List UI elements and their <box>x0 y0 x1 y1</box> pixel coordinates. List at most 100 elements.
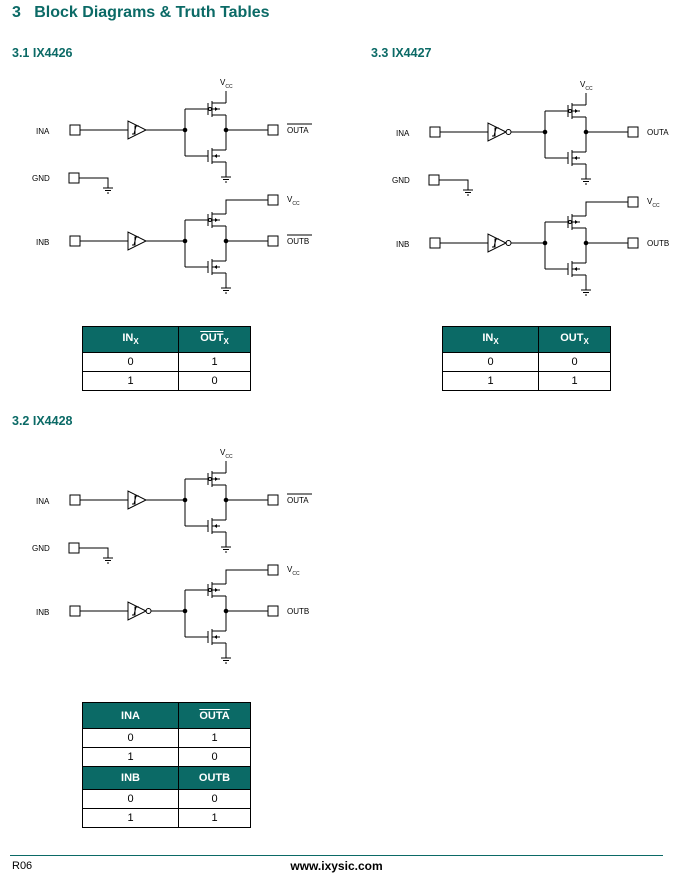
ina-pin <box>429 126 441 138</box>
vcc-b-pin <box>267 564 279 576</box>
inb-pin <box>69 235 81 247</box>
section-heading: 3 Block Diagrams & Truth Tables <box>12 4 270 21</box>
ina-label: INA <box>396 129 410 138</box>
channel-a: INA <box>36 448 312 553</box>
header-outb: OUTB <box>178 766 251 790</box>
subsection-heading-ix4426: 3.1 IX4426 <box>12 46 73 60</box>
channel-b-pmos <box>207 569 268 611</box>
header-in: INX <box>82 326 179 353</box>
vcc-b-pin <box>267 194 279 206</box>
cell-out: 0 <box>178 371 251 391</box>
outa-label: OUTA <box>647 128 669 137</box>
vcc-b-label: VCC <box>287 195 300 207</box>
ina-label: INA <box>36 497 50 506</box>
inb-pin <box>69 605 81 617</box>
vcc-b-pin <box>627 196 639 208</box>
cell-in: 1 <box>82 747 179 767</box>
gnd-label: GND <box>392 176 410 185</box>
channel-a-nmos <box>567 132 591 185</box>
cell-in: 0 <box>442 352 539 372</box>
outa-label: OUTA <box>287 496 309 505</box>
outb-label: OUTB <box>287 237 309 246</box>
subsection-heading-ix4428: 3.2 IX4428 <box>12 414 73 428</box>
footer-divider <box>10 855 663 856</box>
channel-b: INB VCC <box>36 194 312 294</box>
outa-pin <box>267 494 279 506</box>
gnd-pin <box>428 174 440 186</box>
cell-in: 0 <box>82 789 179 809</box>
ix4427-block-diagram: INA <box>382 73 673 313</box>
vcc-a-label: VCC <box>220 448 233 460</box>
gnd-pin <box>68 172 80 184</box>
cell-out: 1 <box>178 352 251 372</box>
vcc-b-label: VCC <box>287 565 300 577</box>
gnd-label: GND <box>32 544 50 553</box>
gnd-connection: GND <box>392 174 473 196</box>
header-in: INX <box>442 326 539 353</box>
footer-url[interactable]: www.ixysic.com <box>290 859 383 873</box>
channel-a-buffer <box>127 120 148 140</box>
channel-b-pmos <box>567 201 628 243</box>
channel-a: INA <box>36 78 312 183</box>
channel-b-buffer <box>127 231 148 251</box>
channel-a-pmos <box>567 93 587 132</box>
inb-label: INB <box>396 240 409 249</box>
inb-label: INB <box>36 238 49 247</box>
footer-revision: R06 <box>12 860 33 872</box>
outb-pin <box>627 237 639 249</box>
gnd-connection: GND <box>32 172 113 194</box>
cell-out: 1 <box>538 371 611 391</box>
outa-pin <box>627 126 639 138</box>
channel-a-nmos <box>207 130 231 183</box>
inb-pin <box>429 237 441 249</box>
vcc-a-label: VCC <box>580 80 593 92</box>
channel-b-buffer <box>487 233 512 253</box>
ina-pin <box>69 124 81 136</box>
cell-in: 1 <box>82 808 179 828</box>
channel-b: INB VCC <box>36 564 309 664</box>
cell-out: 1 <box>178 808 251 828</box>
gnd-pin <box>68 542 80 554</box>
channel-a-nmos <box>207 500 231 553</box>
channel-b-nmos <box>567 243 591 296</box>
outb-label: OUTB <box>647 239 669 248</box>
cell-out: 0 <box>178 789 251 809</box>
gnd-connection: GND <box>32 542 113 564</box>
vcc-b-label: VCC <box>647 197 660 209</box>
channel-b: INB VCC <box>396 196 669 296</box>
channel-b-buffer <box>127 601 152 621</box>
cell-in: 1 <box>82 371 179 391</box>
channel-a-pmos <box>207 91 227 130</box>
cell-in: 0 <box>82 728 179 748</box>
header-outa: OUTA <box>178 702 251 729</box>
channel-a-pmos <box>207 461 227 500</box>
outb-label: OUTB <box>287 607 309 616</box>
outb-pin <box>267 605 279 617</box>
outb-pin <box>267 235 279 247</box>
subsection-heading-ix4427: 3.3 IX4427 <box>371 46 432 60</box>
ix4428-block-diagram: INA <box>22 441 322 681</box>
inb-label: INB <box>36 608 49 617</box>
channel-b-pmos <box>207 199 268 241</box>
vcc-a-label: VCC <box>220 78 233 90</box>
gnd-label: GND <box>32 174 50 183</box>
channel-a-buffer <box>127 490 148 510</box>
cell-in: 0 <box>82 352 179 372</box>
ix4426-block-diagram: INA <box>22 71 322 311</box>
outa-label: OUTA <box>287 126 309 135</box>
cell-in: 1 <box>442 371 539 391</box>
header-inb: INB <box>82 766 179 790</box>
channel-b-nmos <box>207 611 231 664</box>
cell-out: 0 <box>178 747 251 767</box>
